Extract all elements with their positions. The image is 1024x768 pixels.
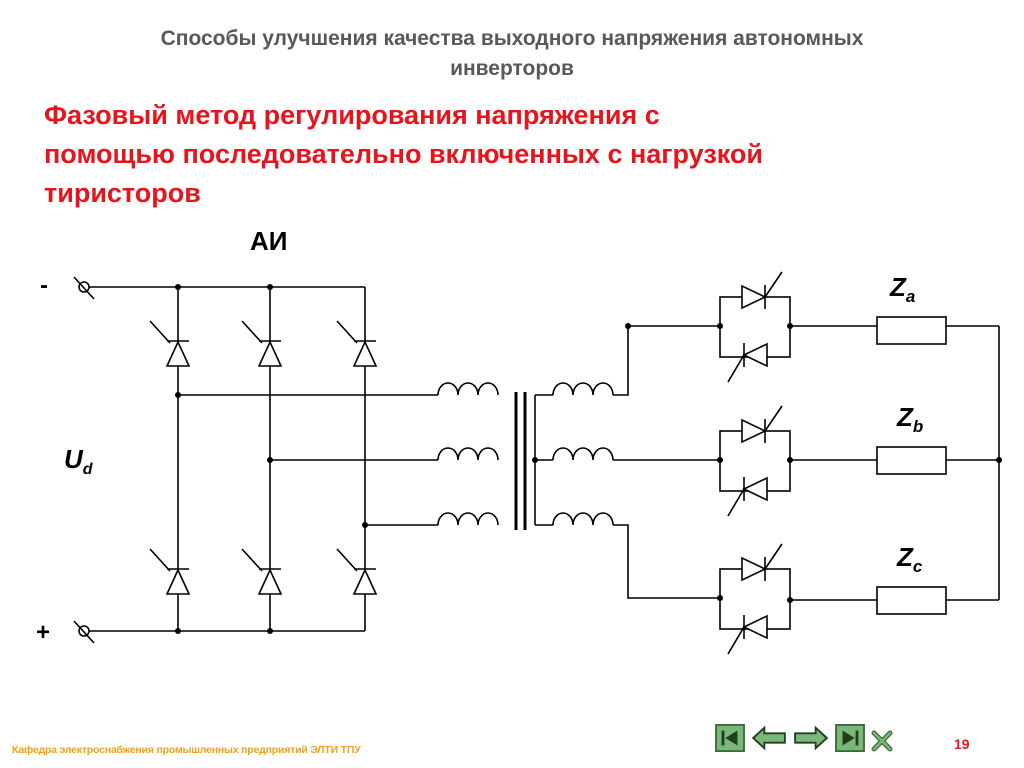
load-zc-label: Zc: [897, 542, 922, 577]
bridge-thyristor-lower-3: [336, 548, 378, 595]
bridge-thyristor-lower-2: [241, 548, 283, 595]
arrow-left-icon: [751, 725, 786, 751]
skip-forward-icon: [842, 730, 859, 746]
bridge-thyristor-lower-1: [149, 548, 191, 595]
phase-c-output-wire: [613, 524, 720, 599]
slide-header: Способы улучшения качества выходного нап…: [40, 24, 984, 84]
phase-a-output-wire: [613, 325, 720, 396]
inverter-label: АИ: [250, 226, 288, 256]
dc-voltage-label: Ud: [64, 444, 93, 479]
load-zc-resistor: [876, 586, 947, 615]
bridge-thyristor-upper-3: [336, 320, 378, 367]
last-slide-button[interactable]: [834, 724, 866, 752]
load-za-resistor: [876, 316, 947, 345]
slide-subtitle: Фазовый метод регулирования напряжения с…: [44, 96, 994, 213]
subtitle-line-2: помощью последовательно включенных с наг…: [44, 139, 764, 169]
load-zc-subscript: c: [912, 557, 923, 577]
subtitle-line-3: тиристоров: [44, 178, 201, 208]
voltage-symbol: U: [64, 444, 83, 474]
ac-switch-b: [719, 405, 877, 517]
junction-dots: [175, 284, 1002, 634]
next-slide-button[interactable]: [792, 724, 830, 752]
load-za-label: Za: [890, 272, 915, 307]
load-zb-label: Zb: [897, 402, 923, 437]
minus-label: -: [40, 272, 48, 299]
bridge-thyristor-upper-1: [149, 320, 191, 367]
load-zb-symbol: Z: [897, 402, 913, 432]
load-zc-symbol: Z: [897, 542, 913, 572]
load-za-symbol: Z: [890, 272, 906, 302]
page-number: 19: [954, 736, 970, 752]
load-zb-resistor: [876, 446, 947, 475]
plus-label: +: [36, 619, 51, 646]
previous-slide-button[interactable]: [750, 724, 788, 752]
bridge-thyristor-upper-2: [241, 320, 283, 367]
primary-winding-c: [437, 512, 499, 526]
secondary-winding-a: [552, 382, 614, 396]
load-za-subscript: a: [905, 287, 916, 307]
header-title-line-2: инверторов: [450, 57, 574, 80]
header-title-line-1: Способы улучшения качества выходного нап…: [160, 27, 864, 50]
skip-back-icon: [721, 730, 738, 746]
plus-terminal: [73, 620, 95, 644]
primary-winding-a: [437, 382, 499, 396]
primary-winding-b: [437, 447, 499, 461]
close-icon: [871, 730, 893, 752]
ac-switch-a: [719, 271, 877, 383]
subtitle-line-1: Фазовый метод регулирования напряжения с: [44, 100, 660, 130]
arrow-right-icon: [794, 725, 829, 751]
secondary-winding-c: [552, 512, 614, 526]
load-zb-subscript: b: [912, 417, 924, 437]
secondary-winding-b: [552, 447, 614, 461]
ac-switch-c: [719, 543, 877, 655]
footer-department: Кафедра электроснабжения промышленных пр…: [12, 744, 361, 756]
close-button[interactable]: [870, 727, 894, 755]
minus-terminal: [73, 276, 95, 300]
first-slide-button[interactable]: [714, 724, 746, 752]
voltage-subscript: d: [82, 461, 93, 479]
